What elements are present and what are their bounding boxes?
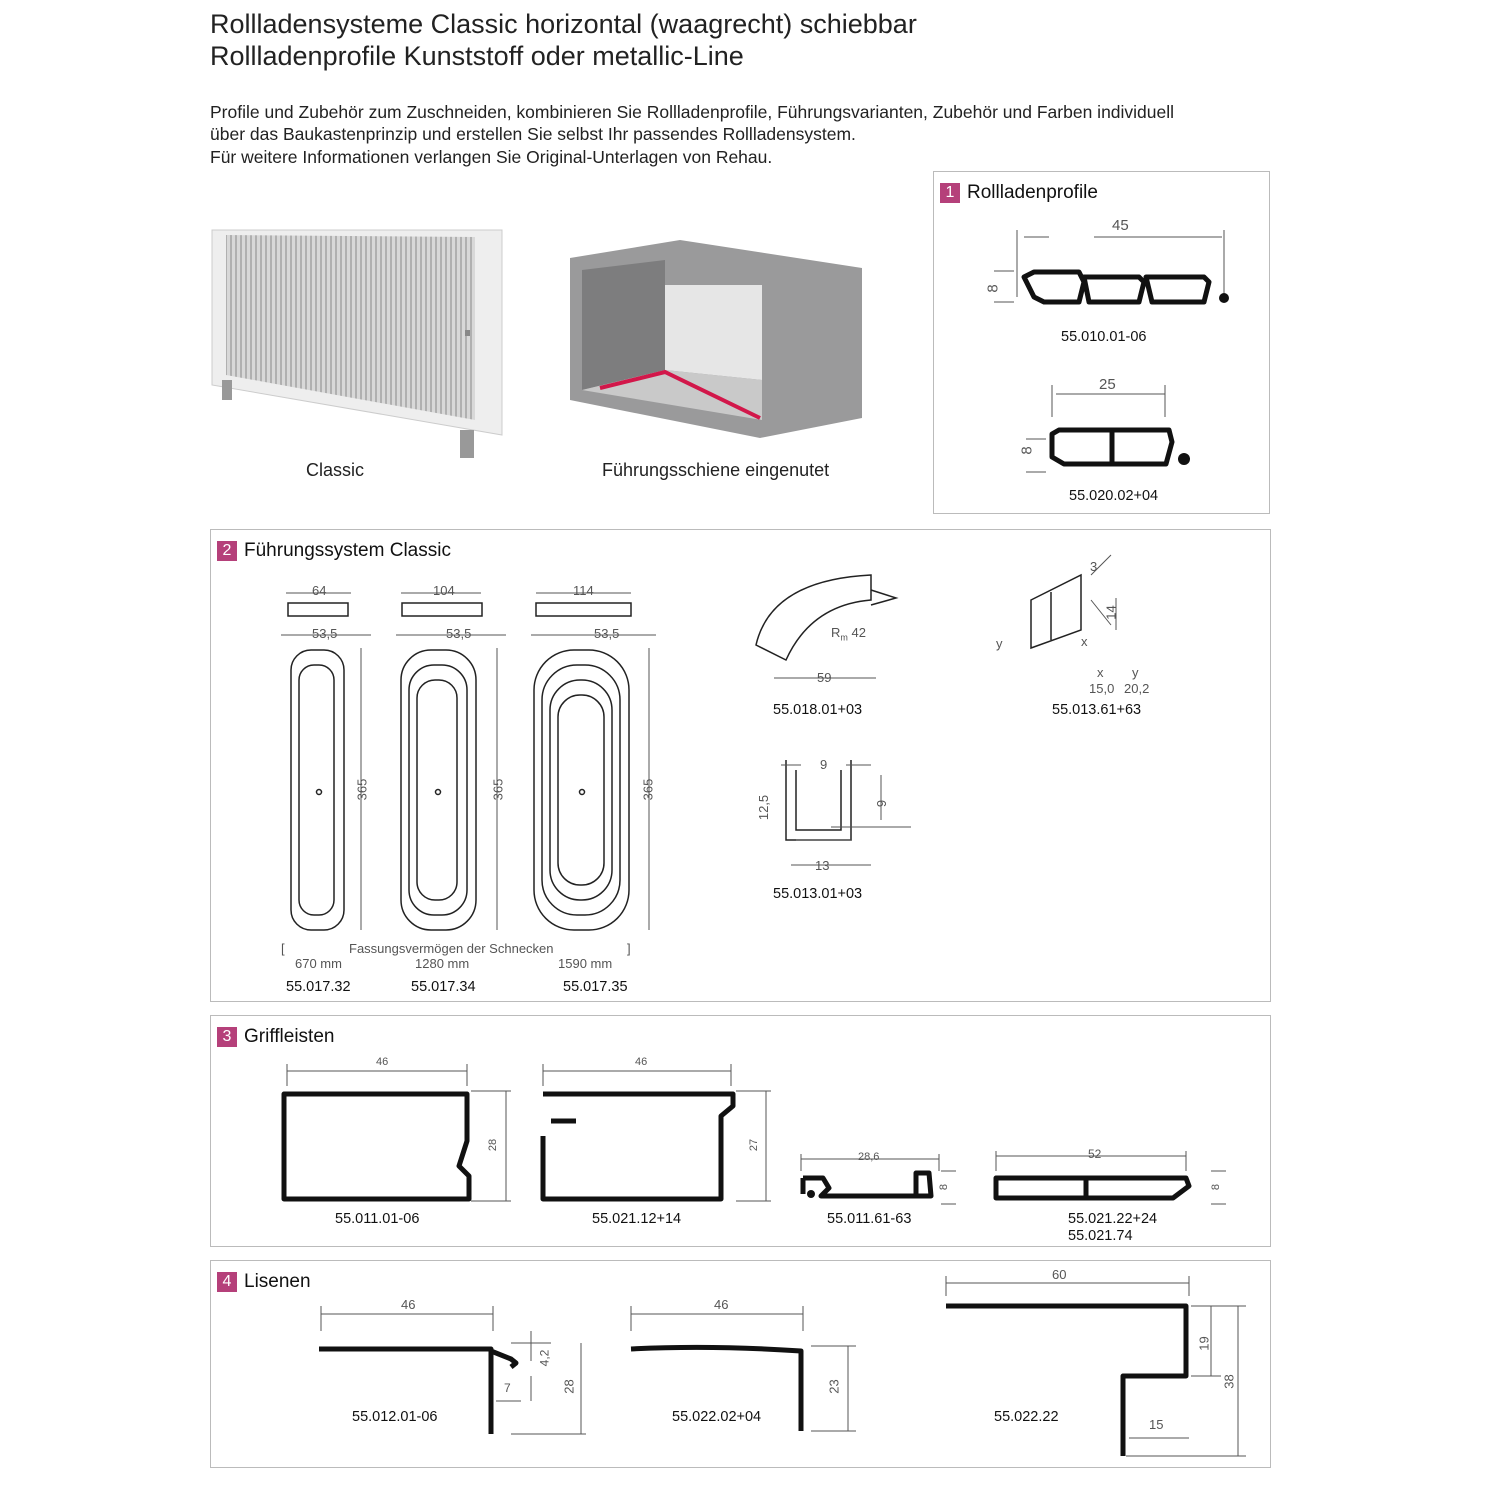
dim-width: 114 <box>573 583 594 598</box>
dim-height: 365 <box>490 778 506 801</box>
dim-height: 12,5 <box>756 794 772 821</box>
table-x-header: x <box>1097 665 1104 680</box>
dim-height: 28 <box>561 1379 577 1394</box>
dim-width: 25 <box>1099 376 1116 393</box>
pilaster-profile-drawings <box>319 1276 1246 1457</box>
dim-b: 15 <box>1149 1417 1164 1432</box>
dim-height: 8 <box>1210 1183 1223 1191</box>
dim-width: 59 <box>817 670 832 685</box>
dim-b: 7 <box>504 1381 511 1395</box>
dim-height-2: 9 <box>874 799 890 808</box>
section-title: Lisenen <box>244 1271 311 1292</box>
radius-sub: m <box>840 632 848 643</box>
dim-thickness: 3 <box>1090 559 1098 574</box>
dim-width: 60 <box>1052 1267 1067 1282</box>
product-code: 55.017.34 <box>411 979 476 995</box>
product-code: 55.011.61-63 <box>827 1211 912 1227</box>
dim-width: 52 <box>1088 1147 1102 1161</box>
dim-height: 8 <box>938 1183 951 1191</box>
table-x-value: 15,0 <box>1089 681 1115 696</box>
section-number: 4 <box>217 1272 237 1292</box>
page-title: Rollladensysteme Classic horizontal (waa… <box>210 9 917 39</box>
product-code: 55.013.01+03 <box>773 886 863 902</box>
dim-height: 365 <box>640 778 656 801</box>
dim-a: 4,2 <box>537 1349 552 1367</box>
page-subtitle: Rollladenprofile Kunststoff oder metalli… <box>210 41 744 71</box>
dim-height: 23 <box>826 1379 842 1394</box>
table-y-value: 20,2 <box>1124 681 1150 696</box>
product-code: 55.021.12+14 <box>592 1211 682 1227</box>
handle-profile-drawings <box>281 1064 1226 1205</box>
dim-height: 27 <box>748 1138 761 1152</box>
dim-x-label: x <box>1081 634 1088 649</box>
dim-width: 28,6 <box>858 1151 880 1163</box>
section-title: Griffleisten <box>244 1026 335 1047</box>
product-code: 55.010.01-06 <box>1061 329 1147 345</box>
product-code: 55.022.22 <box>994 1409 1059 1425</box>
slat-profile-drawings <box>994 230 1229 473</box>
dim-y-label: y <box>996 636 1003 651</box>
bracket-right: ] <box>627 941 631 956</box>
dim-height: 14 <box>1103 605 1119 620</box>
dim-height-1: 19 <box>1196 1336 1212 1351</box>
section-number: 1 <box>940 183 960 203</box>
capacity-value: 670 mm <box>295 956 342 971</box>
dim-width: 46 <box>401 1297 416 1312</box>
dim-height: 28 <box>487 1138 500 1152</box>
dim-inner: 53,5 <box>446 626 472 641</box>
dim-height-2: 38 <box>1221 1374 1237 1389</box>
classic-caption: Classic <box>306 460 365 480</box>
section-number: 2 <box>217 541 237 561</box>
dim-width: 45 <box>1112 217 1129 234</box>
radius-label: R <box>831 625 841 640</box>
bracket-left: [ <box>281 941 285 956</box>
dim-width-2: 13 <box>815 858 830 873</box>
dim-height: 8 <box>1018 446 1036 455</box>
product-code: 55.018.01+03 <box>773 702 863 718</box>
product-code: 55.021.22+24 <box>1068 1211 1158 1227</box>
section-number: 3 <box>217 1027 237 1047</box>
rail-box-image <box>570 240 862 438</box>
intro-line-2: über das Baukastenprinzip und erstellen … <box>210 124 856 144</box>
section-title: Rollladenprofile <box>967 182 1098 203</box>
classic-cabinet-image <box>211 229 503 458</box>
capacity-value: 1590 mm <box>558 956 613 971</box>
section-rollladenprofile: 1 Rollladenprofile 45 8 55.010.01-06 25 8… <box>933 171 1270 514</box>
dim-height: 365 <box>354 778 370 801</box>
rail-caption: Führungsschiene eingenutet <box>602 460 830 480</box>
product-code: 55.011.01-06 <box>335 1211 420 1227</box>
product-code: 55.022.02+04 <box>672 1409 762 1425</box>
capacity-label: Fassungsvermögen der Schnecken <box>349 941 554 956</box>
dim-width: 46 <box>714 1297 729 1312</box>
product-code-alt: 55.021.74 <box>1068 1228 1133 1244</box>
product-code: 55.020.02+04 <box>1069 488 1159 504</box>
section-title: Führungssystem Classic <box>244 540 451 561</box>
intro-line-1: Profile und Zubehör zum Zuschneiden, kom… <box>210 102 1175 122</box>
dim-width: 46 <box>635 1056 648 1068</box>
section-griffleisten: 3 Griffleisten 46 28 55.011.01-06 46 27 5… <box>210 1015 1271 1247</box>
capacity-value: 1280 mm <box>415 956 470 971</box>
dim-width: 104 <box>433 583 455 598</box>
dim-inner: 53,5 <box>312 626 338 641</box>
dim-width: 46 <box>376 1056 389 1068</box>
dim-width: 64 <box>312 583 327 598</box>
table-y-header: y <box>1132 665 1139 680</box>
product-code: 55.017.32 <box>286 979 351 995</box>
radius-value: 42 <box>851 625 866 640</box>
dim-width: 9 <box>820 757 828 772</box>
product-code: 55.013.61+63 <box>1052 702 1142 718</box>
product-code: 55.012.01-06 <box>352 1409 438 1425</box>
guide-system-drawings <box>281 554 1117 931</box>
dim-inner: 53,5 <box>594 626 620 641</box>
intro-line-3: Für weitere Informationen verlangen Sie … <box>210 147 773 167</box>
product-code: 55.017.35 <box>563 979 628 995</box>
dim-height: 8 <box>984 284 1002 293</box>
